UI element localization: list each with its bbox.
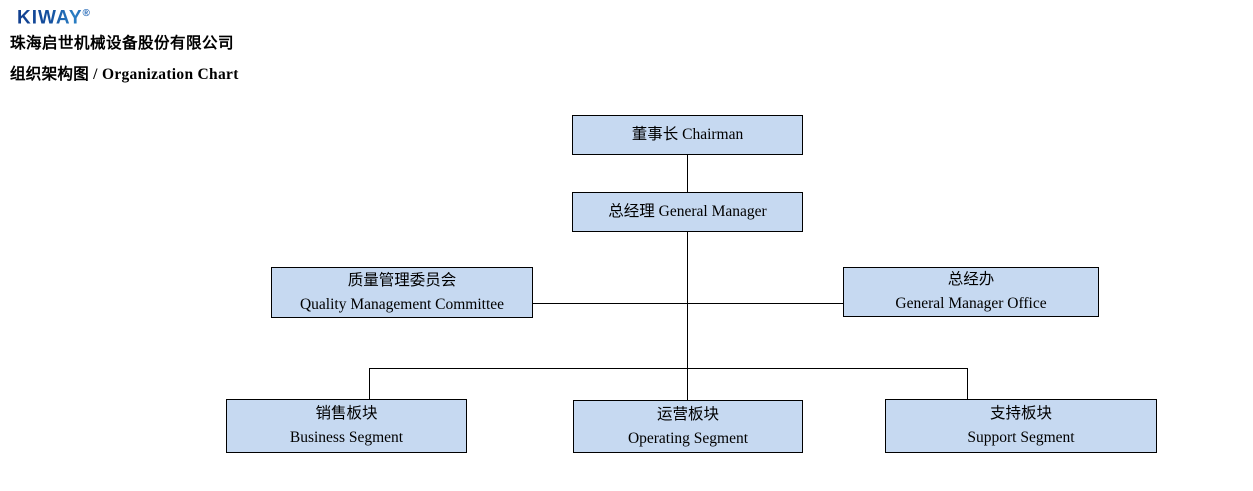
org-node-chairman-label: 董事长 Chairman bbox=[631, 126, 744, 143]
connector-bottom-row-horizontal bbox=[369, 368, 968, 369]
org-node-business-label-cn: 销售板块 bbox=[315, 405, 378, 422]
logo-text: KIWAY bbox=[17, 7, 83, 29]
org-node-support-segment: 支持板块 Support Segment bbox=[885, 399, 1157, 453]
org-node-chairman: 董事长 Chairman bbox=[572, 115, 803, 155]
page-title: 组织架构图 / Organization Chart bbox=[10, 66, 239, 83]
org-node-operating-segment: 运营板块 Operating Segment bbox=[573, 400, 803, 453]
org-node-gmo-label-en: General Manager Office bbox=[895, 295, 1047, 312]
org-node-operating-label-cn: 运营板块 bbox=[656, 405, 719, 423]
connector-general-manager-trunk bbox=[687, 232, 688, 400]
company-name: 珠海启世机械设备股份有限公司 bbox=[10, 35, 235, 52]
org-node-business-segment: 销售板块 Business Segment bbox=[226, 399, 467, 453]
org-node-support-label-en: Support Segment bbox=[967, 429, 1075, 446]
org-node-quality-management-committee: 质量管理委员会 Quality Management Committee bbox=[271, 267, 533, 318]
connector-drop-business-segment bbox=[369, 368, 370, 399]
org-node-qmc-label-cn: 质量管理委员会 bbox=[347, 271, 457, 289]
org-node-gmo-label-cn: 总经办 bbox=[947, 271, 995, 288]
org-node-general-manager-label: 总经理 General Manager bbox=[608, 203, 767, 220]
org-node-operating-label-en: Operating Segment bbox=[627, 429, 749, 447]
registered-trademark-symbol: ® bbox=[82, 8, 90, 19]
connector-middle-row-horizontal bbox=[533, 303, 843, 304]
org-node-general-manager: 总经理 General Manager bbox=[572, 192, 803, 232]
kiway-logo: KIWAY® bbox=[17, 3, 90, 29]
org-node-support-label-cn: 支持板块 bbox=[989, 405, 1052, 422]
org-node-qmc-label-en: Quality Management Committee bbox=[299, 295, 505, 313]
connector-drop-support-segment bbox=[967, 368, 968, 399]
org-node-general-manager-office: 总经办 General Manager Office bbox=[843, 267, 1099, 317]
connector-chairman-to-general-manager bbox=[687, 155, 688, 192]
org-node-business-label-en: Business Segment bbox=[289, 429, 404, 446]
